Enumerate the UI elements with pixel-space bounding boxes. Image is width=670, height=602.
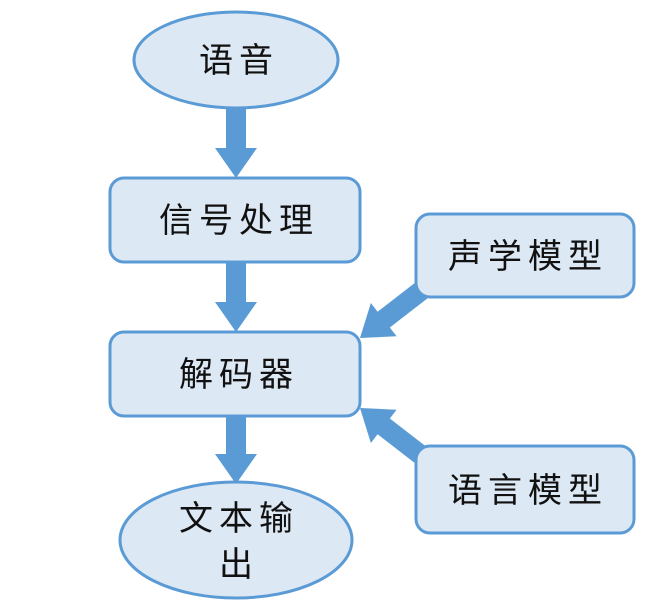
node-language-model: 语言模型 (414, 444, 636, 535)
arrow-speech-to-signal-processing (215, 108, 257, 178)
arrow-language-model-to-decoder (360, 408, 429, 464)
ellipse-shape (132, 10, 340, 110)
node-signal-processing: 信号处理 (108, 176, 362, 264)
node-label-line1: 文本输 (179, 499, 299, 539)
node-speech: 语音 (132, 10, 340, 110)
node-label: 信号处理 (159, 201, 319, 241)
node-decoder: 解码器 (108, 330, 362, 418)
arrow-decoder-to-text-output (215, 416, 257, 484)
node-label: 声学模型 (448, 237, 608, 277)
arrow-acoustic-model-to-decoder (360, 282, 429, 338)
node-label: 语音 (199, 41, 279, 81)
box-shape (414, 212, 636, 299)
ellipse-shape (118, 480, 354, 600)
arrow-signal-processing-to-decoder (215, 262, 257, 332)
node-label: 解码器 (179, 355, 299, 395)
box-shape (414, 444, 636, 535)
node-label-line2: 出 (219, 545, 259, 585)
node-text-output: 文本输 出 (118, 480, 354, 600)
node-label: 语言模型 (448, 471, 608, 511)
arrows (215, 108, 429, 484)
box-shape (108, 330, 362, 418)
node-acoustic-model: 声学模型 (414, 212, 636, 299)
box-shape (108, 176, 362, 264)
